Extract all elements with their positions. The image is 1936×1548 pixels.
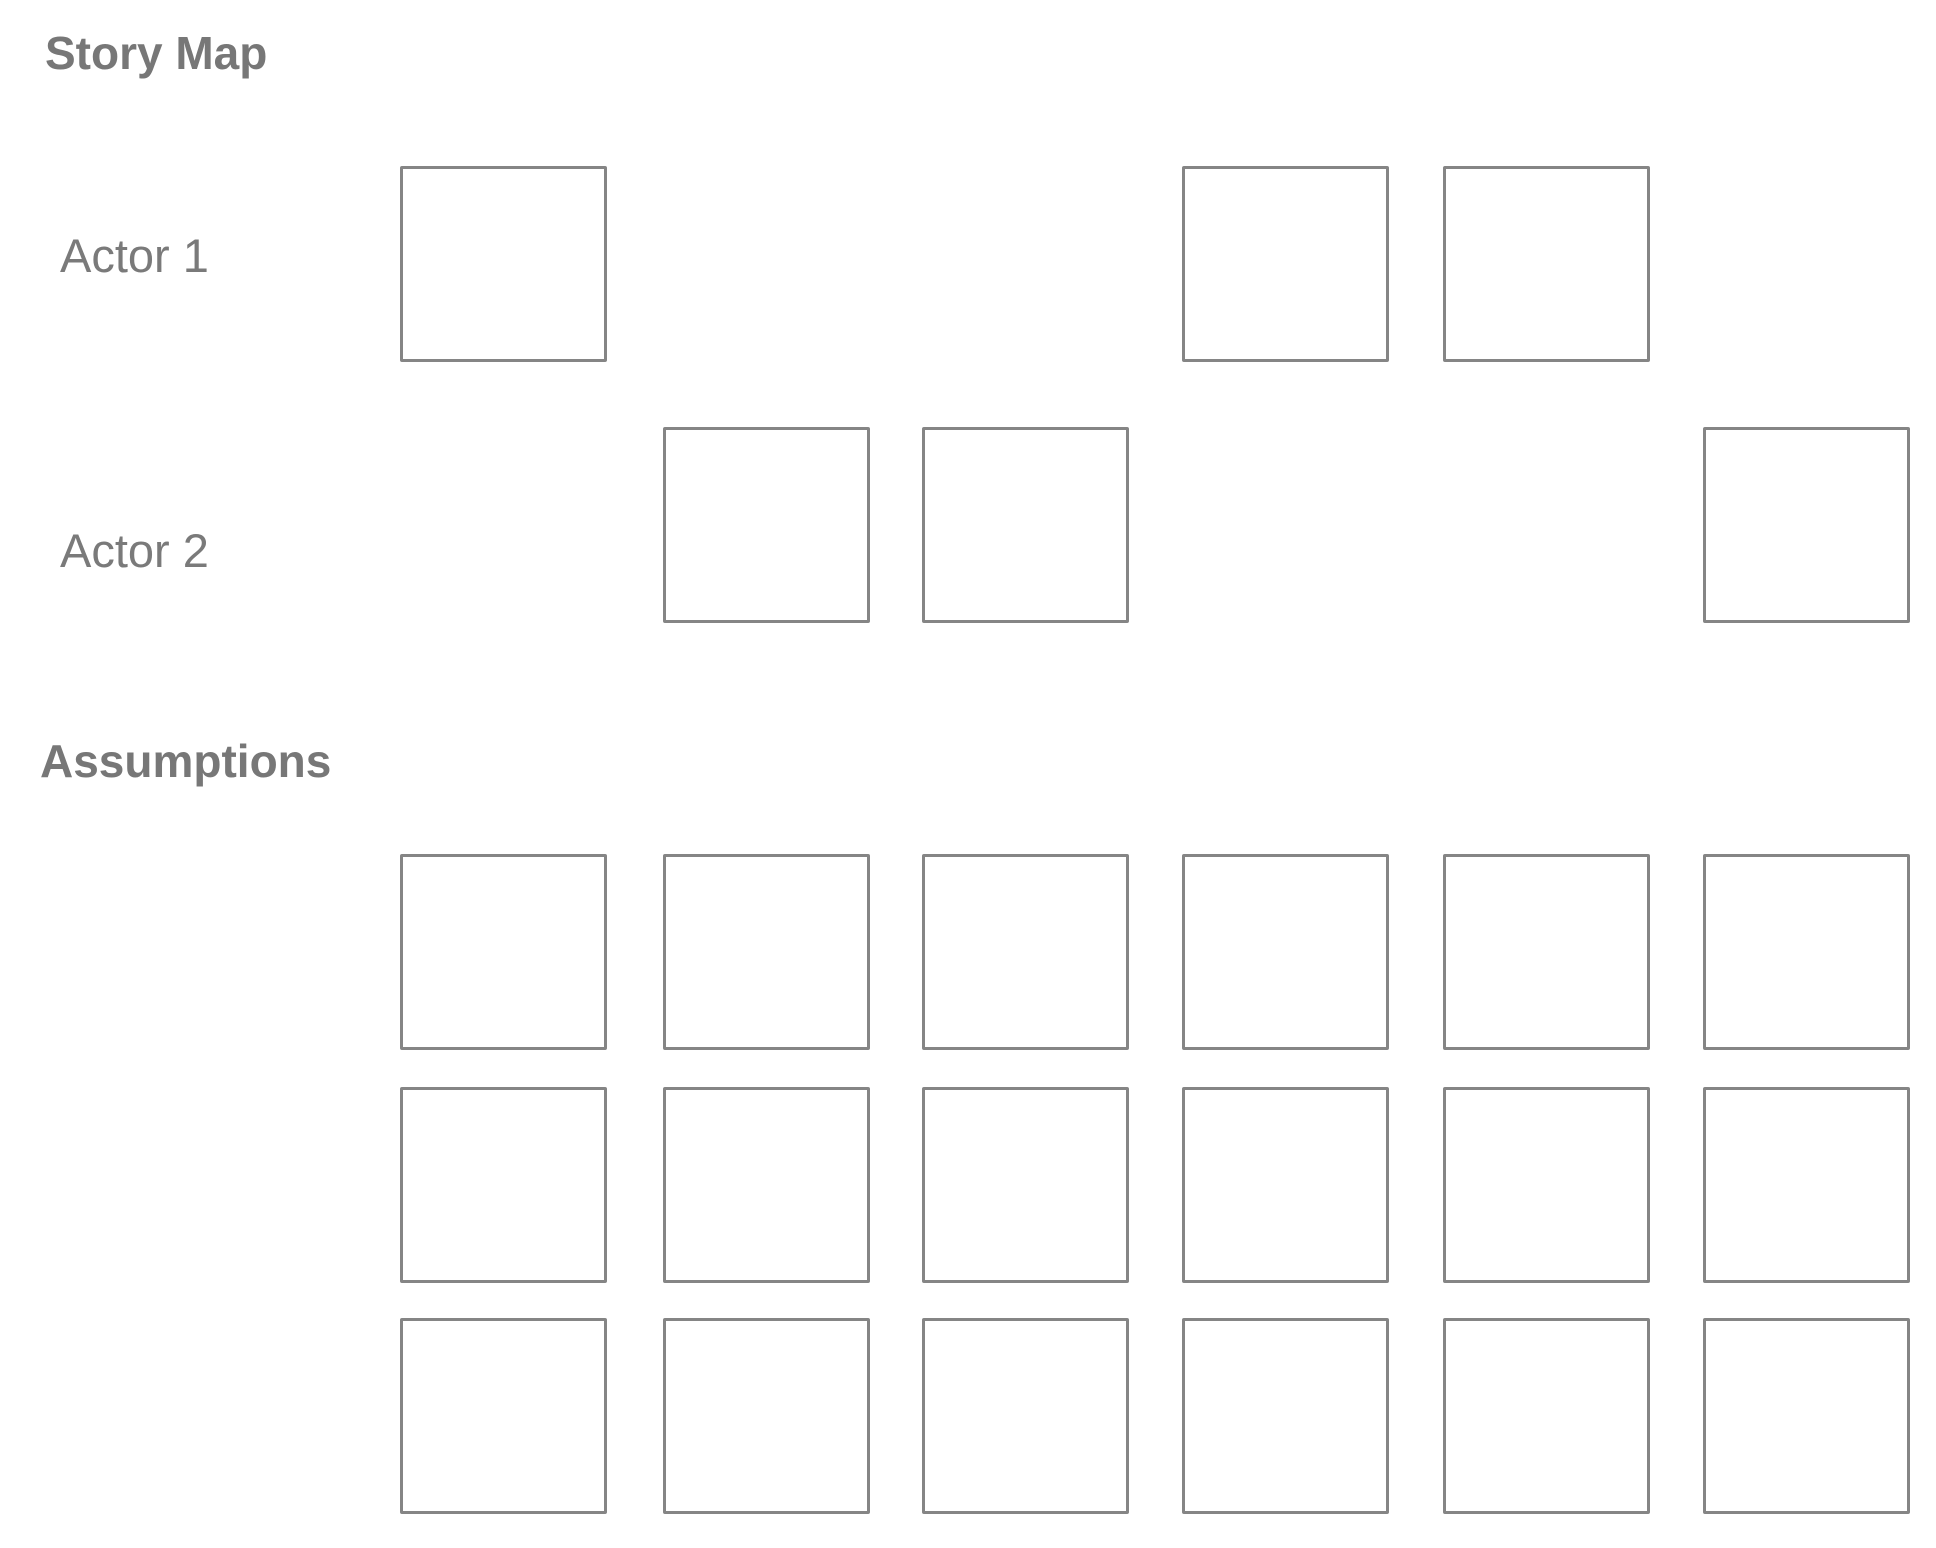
actor-2-card-2[interactable]: [663, 427, 870, 623]
actor-1-label: Actor 1: [60, 229, 209, 282]
actor-1-card-4[interactable]: [1182, 166, 1389, 362]
assumptions-title: Assumptions: [40, 735, 332, 787]
story-map-title: Story Map: [45, 27, 268, 79]
assumption-card[interactable]: [400, 1318, 607, 1514]
assumption-card[interactable]: [663, 854, 870, 1050]
actor-2-label: Actor 2: [60, 524, 209, 577]
assumption-card[interactable]: [1182, 1087, 1389, 1283]
assumption-card[interactable]: [1443, 854, 1650, 1050]
assumption-card[interactable]: [1182, 854, 1389, 1050]
actor-1-card-1[interactable]: [400, 166, 607, 362]
assumption-card[interactable]: [400, 1087, 607, 1283]
assumption-card[interactable]: [1703, 1087, 1910, 1283]
actor-2-card-6[interactable]: [1703, 427, 1910, 623]
assumption-card[interactable]: [1443, 1318, 1650, 1514]
assumption-card[interactable]: [1182, 1318, 1389, 1514]
assumption-card[interactable]: [922, 1318, 1129, 1514]
assumption-card[interactable]: [1703, 854, 1910, 1050]
assumption-card[interactable]: [1443, 1087, 1650, 1283]
actor-2-card-3[interactable]: [922, 427, 1129, 623]
actor-1-card-5[interactable]: [1443, 166, 1650, 362]
assumption-card[interactable]: [922, 854, 1129, 1050]
assumption-card[interactable]: [663, 1087, 870, 1283]
assumption-card[interactable]: [922, 1087, 1129, 1283]
assumption-card[interactable]: [1703, 1318, 1910, 1514]
assumption-card[interactable]: [400, 854, 607, 1050]
assumption-card[interactable]: [663, 1318, 870, 1514]
